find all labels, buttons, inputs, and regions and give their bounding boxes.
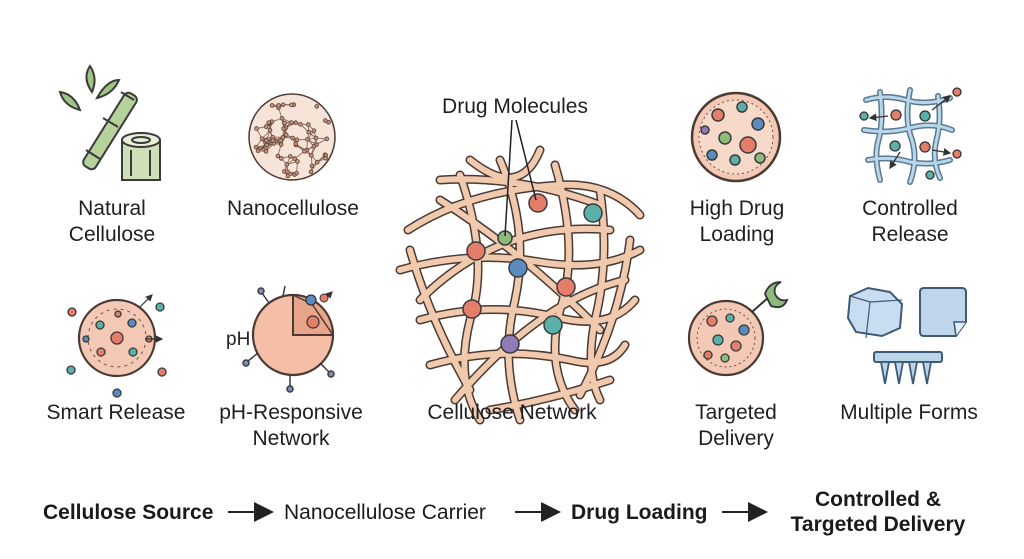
high-drug-loading-icon — [690, 91, 782, 183]
drug-molecules-pointer — [504, 119, 537, 237]
label-ph-responsive: pH-Responsive Network — [219, 401, 363, 450]
flow-step-delivery: Controlled & Targeted Delivery — [790, 488, 966, 536]
flow-step-drug-loading: Drug Loading — [571, 501, 708, 524]
multiple-forms-icon — [846, 286, 967, 385]
flow-step-cellulose-source: Cellulose Source — [43, 501, 214, 524]
ph-symbol: pH — [226, 329, 250, 350]
smart-release-icon — [66, 294, 167, 398]
label-smart-release: Smart Release — [46, 401, 186, 424]
targeted-delivery-icon — [687, 281, 789, 377]
label-drug-molecules: Drug Molecules — [442, 95, 588, 118]
label-controlled-release: Controlled Release — [862, 197, 958, 246]
controlled-release-icon — [859, 87, 962, 185]
cellulose-network-icon — [395, 145, 645, 425]
label-nanocellulose: Nanocellulose — [227, 197, 359, 220]
label-cellulose-network: Cellulose Network — [427, 401, 597, 424]
label-multiple-forms: Multiple Forms — [840, 401, 978, 424]
natural-cellulose-icon — [58, 64, 161, 181]
label-natural-cellulose: Natural Cellulose — [68, 197, 156, 246]
label-targeted-delivery: Targeted Delivery — [695, 401, 777, 450]
nanocellulose-icon — [248, 93, 336, 181]
ph-responsive-icon — [242, 285, 335, 393]
label-high-drug-loading: High Drug Loading — [689, 197, 785, 246]
flow-step-nanocellulose-carrier: Nanocellulose Carrier — [284, 501, 486, 524]
